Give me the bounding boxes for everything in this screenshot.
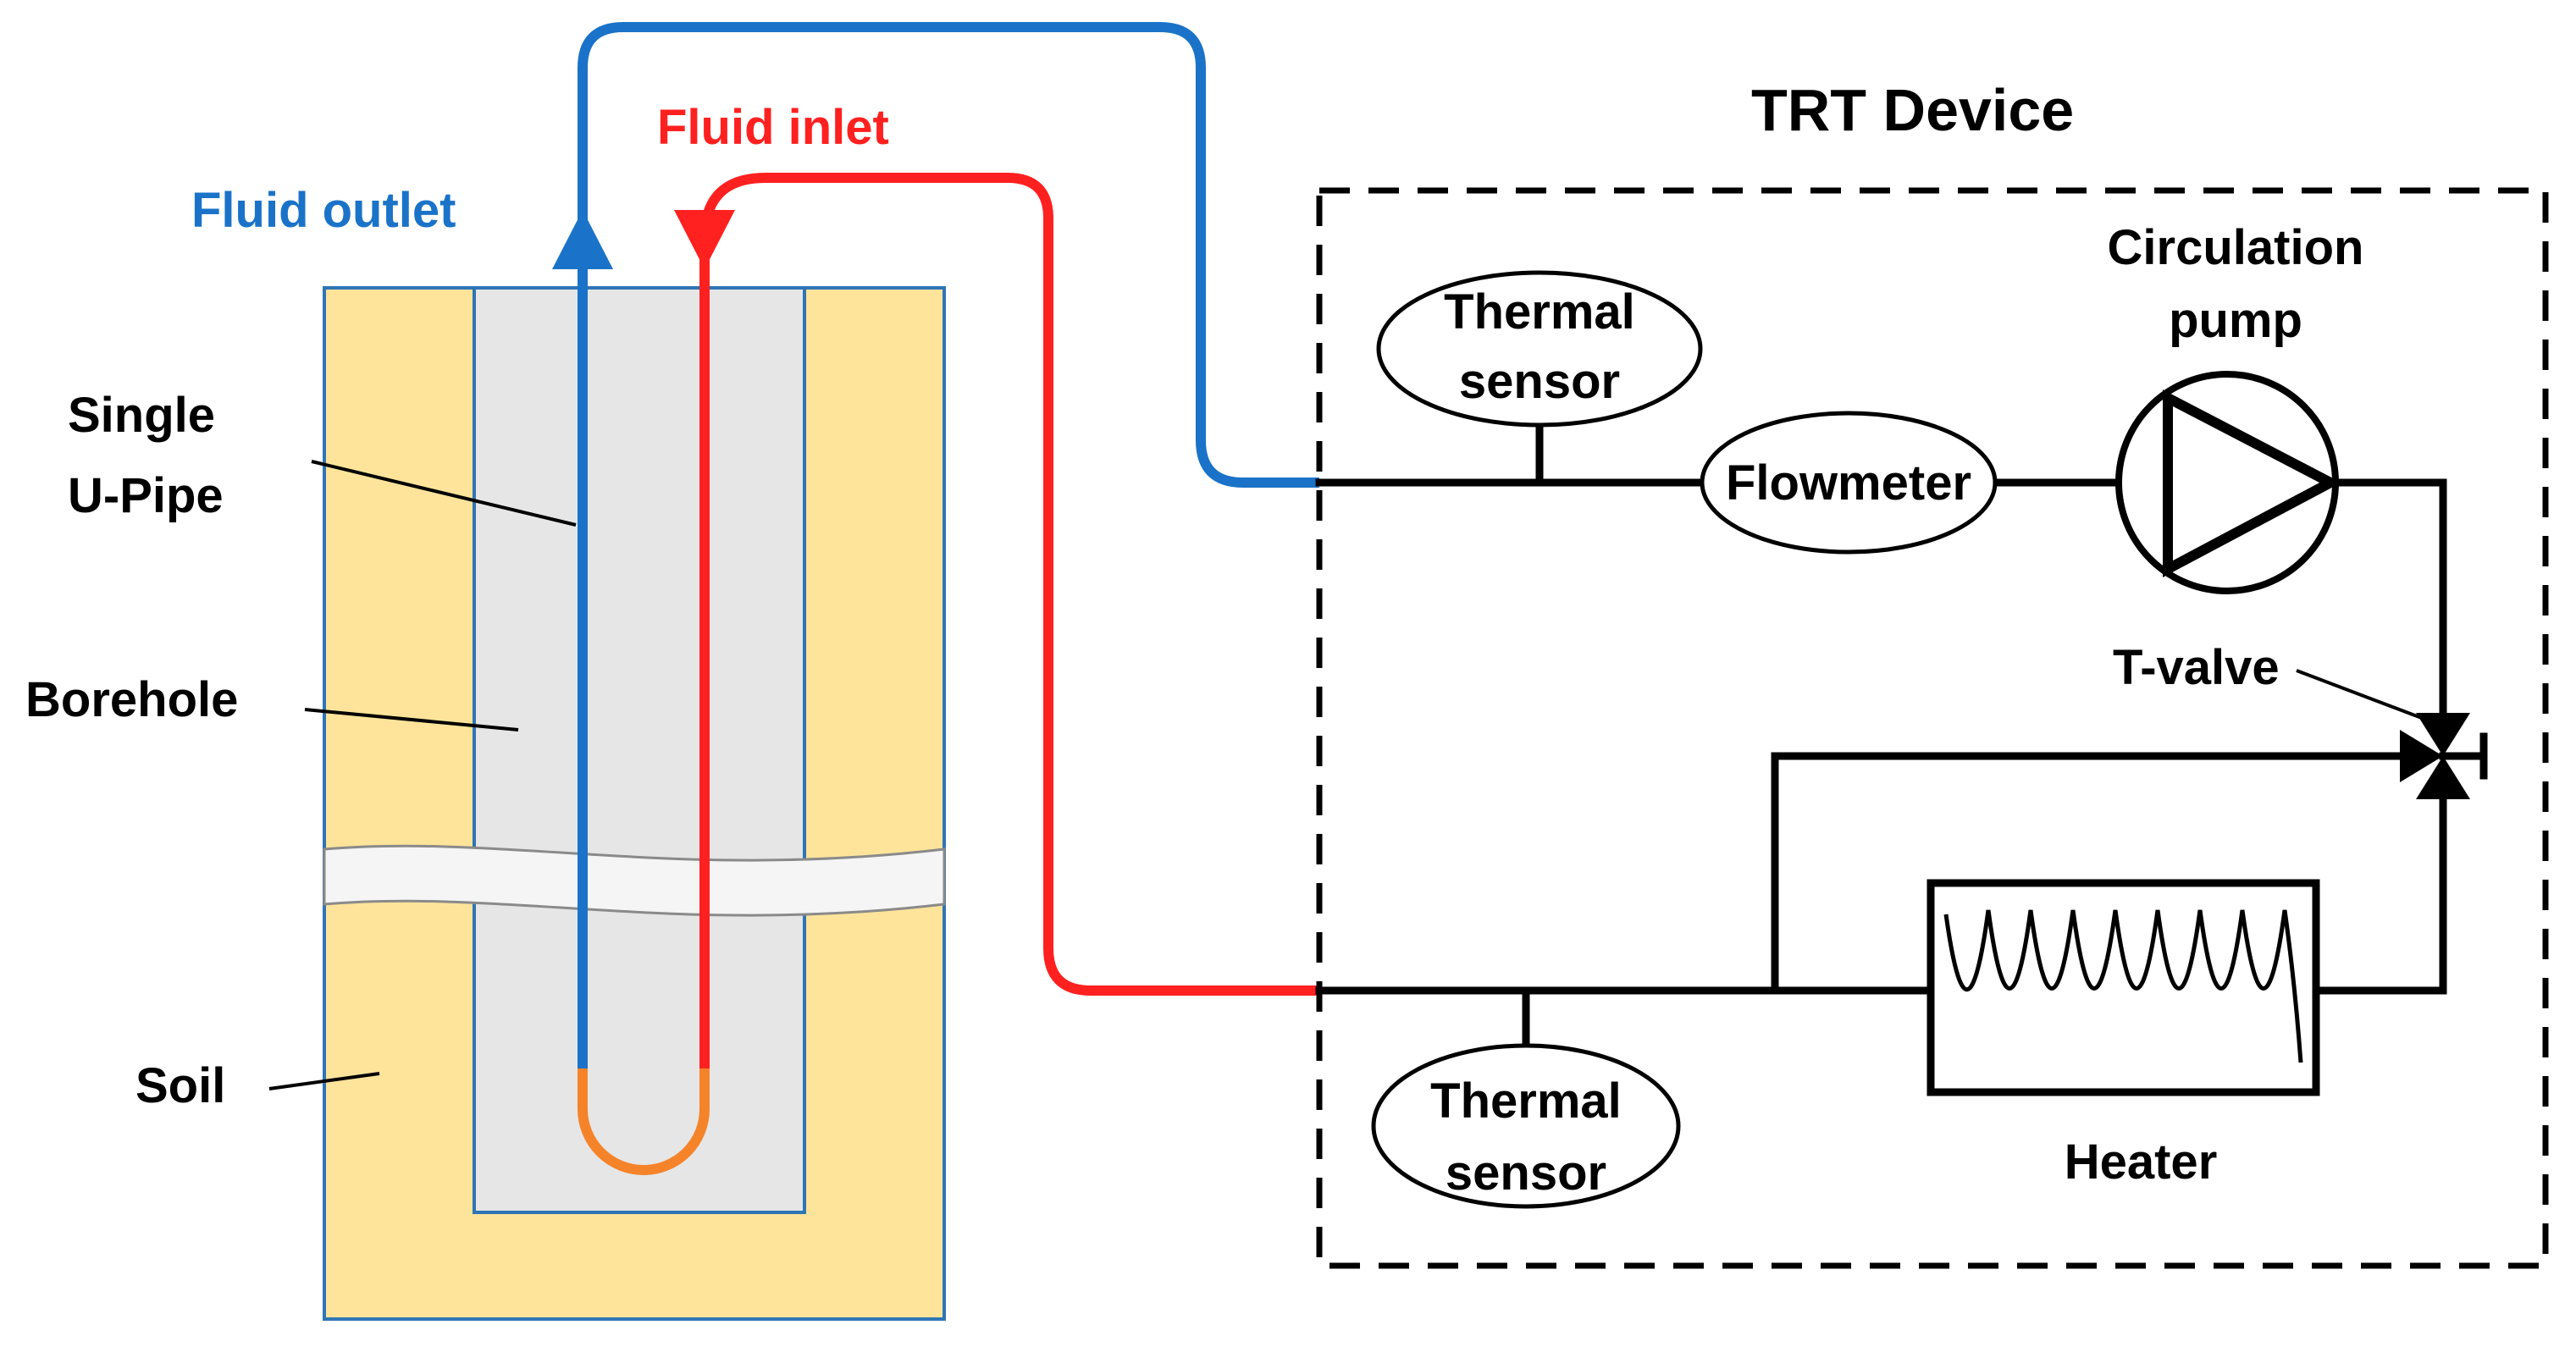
inlet-arrow-icon [674,210,735,269]
flowmeter-shape [1700,411,1998,555]
fluid-outlet-label: Fluid outlet [191,183,456,238]
circuit-wires [1315,419,2447,1050]
heater-box [1926,879,2320,1096]
pump-circle [2115,371,2339,594]
u-pipe-leader [311,460,577,527]
pump-triangle-icon [2163,389,2341,577]
heater-coil-icon [1943,909,2303,1063]
thermal-sensor-top-label-line1: Thermal [1444,284,1635,340]
wire-bypass [1771,752,2407,995]
trt-device-boundary [1316,187,2549,1269]
borehole-leader [304,708,519,731]
t-valve-top-icon [2416,713,2470,756]
circulation-pump-label-line1: Circulation [2108,220,2364,275]
t-valve-label: T-valve [2113,640,2280,695]
flowmeter: Flowmeter [1700,411,1998,555]
thermal-sensor-bottom-label-line2: sensor [1446,1146,1606,1201]
borehole-label: Borehole [25,672,238,727]
u-bend [578,1065,710,1175]
thermal-sensor-bottom-shape [1371,1043,1681,1209]
inlet-pipe [699,173,1319,1068]
heater-label: Heater [2065,1134,2218,1190]
flowmeter-label: Flowmeter [1726,455,1971,511]
circulation-pump: Circulation pump [2108,220,2364,594]
thermal-sensor-bottom-label-line1: Thermal [1430,1074,1622,1129]
trt-device-title: TRT Device [1751,77,2074,143]
outlet-arrow-icon [552,210,613,269]
borehole-column [473,286,806,1214]
thermal-sensor-bottom: Thermal sensor [1371,1043,1681,1209]
ground-section [323,286,946,1321]
thermal-sensor-top-shape [1376,270,1703,428]
heater: Heater [1926,879,2320,1190]
t-valve-left-icon [2400,730,2443,782]
fluid-inlet-label: Fluid inlet [657,100,889,155]
outlet-pipe [578,22,1319,1068]
t-valve: T-valve [2113,640,2488,799]
wire-pump-to-valve [2331,478,2447,717]
soil-label: Soil [135,1058,225,1113]
u-pipe [552,22,1319,1175]
u-pipe-label-line1: Single [68,388,215,443]
thermal-sensor-top-label-line2: sensor [1459,354,1620,409]
circulation-pump-label-line2: pump [2169,293,2302,348]
thermal-sensor-top: Thermal sensor [1376,270,1703,428]
soil-leader [268,1072,380,1090]
t-valve-bottom-icon [2416,756,2470,799]
u-pipe-label-line2: U-Pipe [68,468,224,523]
t-valve-leader [2296,669,2427,721]
wire-heater-to-valve [2312,792,2447,995]
break-band [323,844,946,917]
